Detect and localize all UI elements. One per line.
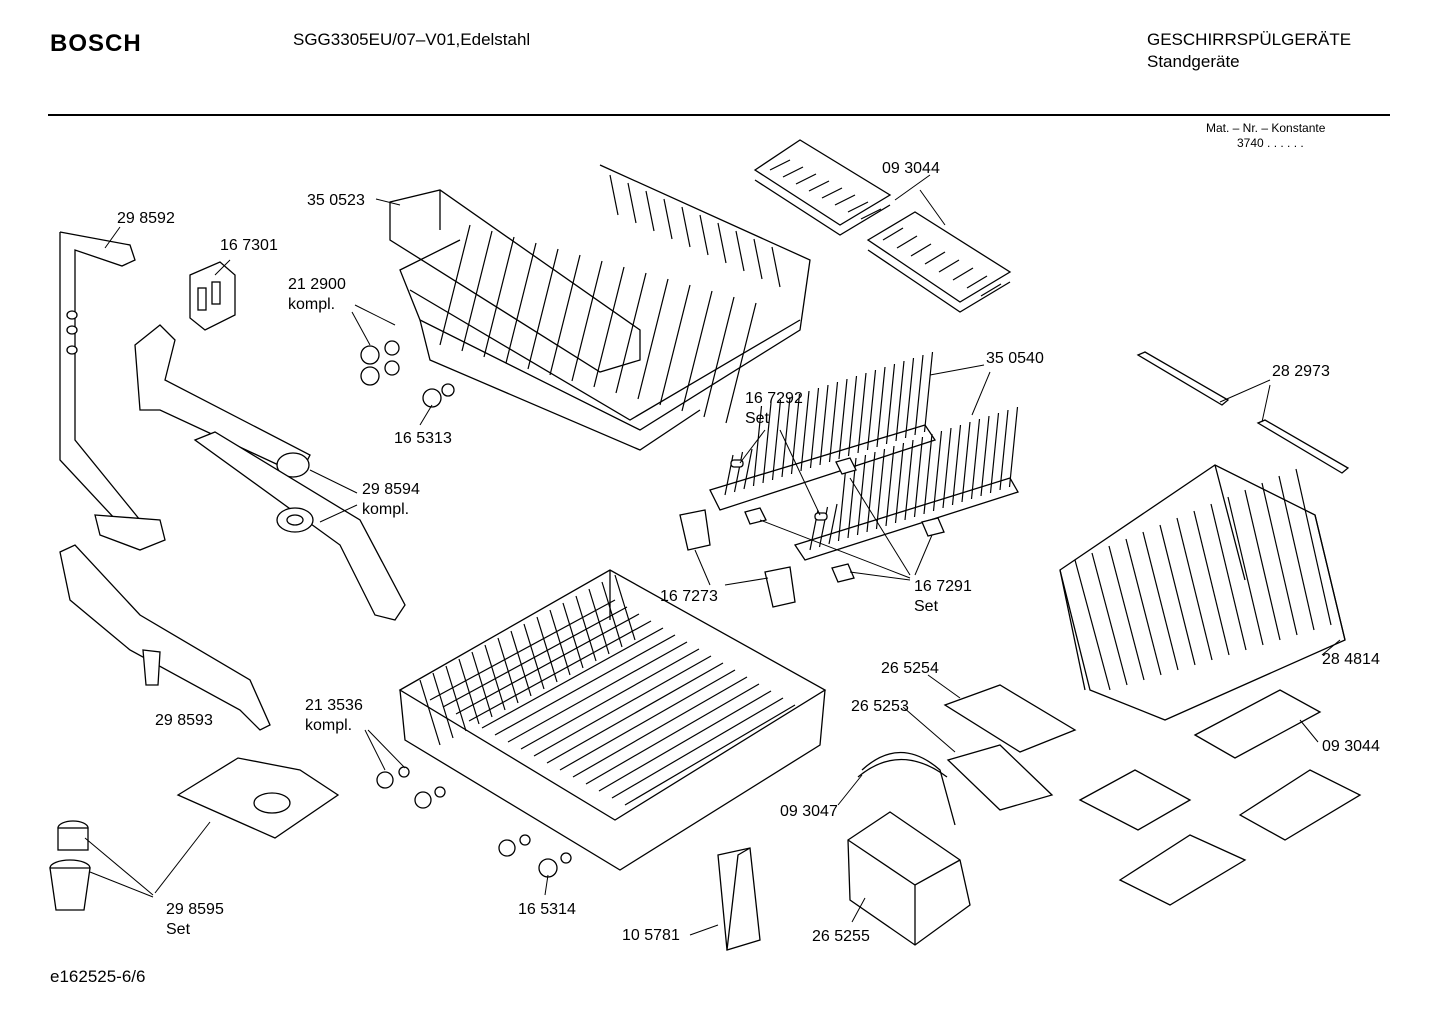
brand-logo: BOSCH xyxy=(50,30,142,57)
holder-part[interactable] xyxy=(189,261,236,331)
cutlery-tine-rack-top[interactable] xyxy=(753,139,1012,313)
label-093047: 09 3047 xyxy=(780,803,838,820)
glass-holder[interactable] xyxy=(717,847,761,951)
cutlery-basket-handle[interactable] xyxy=(857,751,956,826)
mat-number-value: 3740 . . . . . . xyxy=(1237,136,1304,150)
upper-basket[interactable] xyxy=(389,164,811,451)
label-350523: 35 0523 xyxy=(307,192,365,209)
roller-upper[interactable] xyxy=(422,383,455,408)
label-165314: 16 5314 xyxy=(518,901,576,918)
label-284814: 28 4814 xyxy=(1322,651,1380,668)
model-number: SGG3305EU/07–V01,Edelstahl xyxy=(293,30,531,49)
filter-set[interactable] xyxy=(49,820,91,911)
label-265253: 26 5253 xyxy=(851,698,909,715)
filter-plate[interactable] xyxy=(176,757,340,839)
label-298593: 29 8593 xyxy=(155,712,213,729)
folding-tine-racks[interactable] xyxy=(709,351,1019,561)
cutlery-basket[interactable] xyxy=(847,811,971,946)
header-divider xyxy=(48,114,1390,116)
label-350540: 35 0540 xyxy=(986,350,1044,367)
side-basket[interactable] xyxy=(1059,464,1346,721)
label-265254: 26 5254 xyxy=(881,660,939,677)
label-265255: 26 5255 xyxy=(812,928,870,945)
label-298592: 29 8592 xyxy=(117,210,175,227)
cutlery-basket-grids[interactable] xyxy=(943,684,1077,811)
category-title: GESCHIRRSPÜLGERÄTE xyxy=(1147,30,1352,49)
leader-lines xyxy=(84,174,1341,936)
category-subtitle: Standgeräte xyxy=(1147,52,1240,71)
label-167301: 16 7301 xyxy=(220,237,278,254)
small-clips[interactable] xyxy=(679,457,945,608)
lower-spray-arm[interactable] xyxy=(59,544,271,731)
label-093044-bottom: 09 3044 xyxy=(1322,738,1380,755)
lower-basket[interactable] xyxy=(398,569,827,871)
upper-spray-arm-feed[interactable] xyxy=(134,324,406,621)
document-id: e162525-6/6 xyxy=(50,967,146,986)
label-167273: 16 7273 xyxy=(660,588,718,605)
cutlery-tine-racks-bottom[interactable] xyxy=(1078,689,1362,906)
label-093044-top: 09 3044 xyxy=(882,160,940,177)
label-105781: 10 5781 xyxy=(622,927,680,944)
supply-pipe[interactable] xyxy=(59,231,166,551)
label-282973: 28 2973 xyxy=(1272,363,1330,380)
roller-clips-lower[interactable] xyxy=(376,766,572,878)
roller-clips-upper[interactable] xyxy=(360,340,400,386)
label-165313: 16 5313 xyxy=(394,430,452,447)
mat-number-label: Mat. – Nr. – Konstante xyxy=(1206,121,1326,135)
